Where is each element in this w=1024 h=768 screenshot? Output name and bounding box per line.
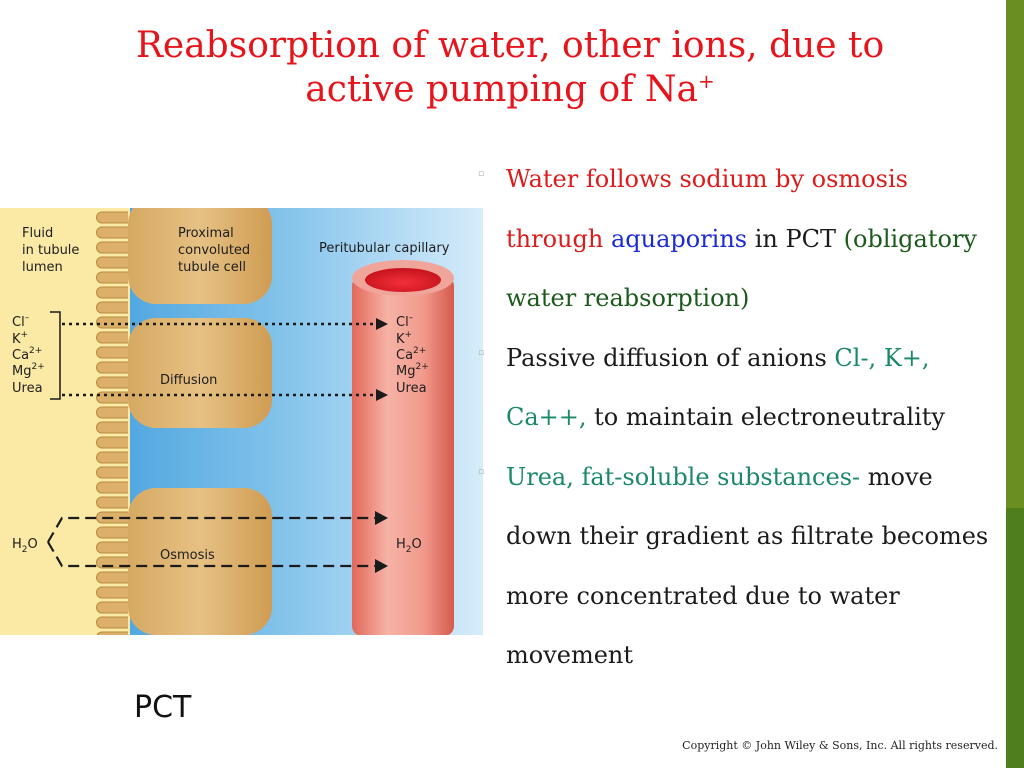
tubule-cells: [128, 208, 272, 635]
ion-cl: Cl: [396, 315, 409, 330]
title-sup: +: [697, 69, 715, 93]
bullet-marker: ▫: [478, 466, 485, 477]
ion-cl: Cl: [12, 315, 25, 330]
microvillus: [96, 391, 128, 404]
microvillus: [96, 376, 128, 389]
bullet-text: in PCT: [747, 224, 844, 253]
microvillus: [96, 271, 128, 284]
microvillus: [96, 211, 128, 224]
microvillus: [96, 616, 128, 629]
ion-mg: Mg: [12, 364, 31, 379]
slide-edge-bar-bottom: [1006, 508, 1024, 768]
right-ion-list: Cl– K+ Ca2+ Mg2+ Urea: [396, 309, 433, 396]
microvillus: [96, 316, 128, 329]
slide-edge-bar-top: [1006, 0, 1024, 508]
microvillus: [96, 226, 128, 239]
ion-mg: Mg: [396, 364, 415, 379]
osmosis-arrows: [47, 516, 376, 568]
bullet-list: ▫ Water follows sodium by osmosis throug…: [478, 150, 1006, 686]
bullet-text-urea: Urea, fat-soluble substances-: [506, 462, 861, 491]
microvillus: [96, 571, 128, 584]
title-line-1: Reabsorption of water, other ions, due t…: [135, 25, 885, 66]
ion-k: K: [12, 332, 21, 347]
bullet-text: move down their gradient as filtrate bec…: [506, 462, 989, 670]
microvillus: [96, 301, 128, 314]
microvillus: [96, 481, 128, 494]
bullet-item-passive-diffusion: ▫ Passive diffusion of anions Cl-, K+, C…: [478, 329, 1006, 448]
microvillus: [96, 631, 128, 635]
ion-urea: Urea: [396, 381, 427, 396]
fluid-label: Fluid in tubule lumen: [22, 226, 84, 275]
microvillus: [96, 526, 128, 539]
tubule-cell: [128, 318, 272, 428]
microvillus: [96, 286, 128, 299]
microvillus: [96, 496, 128, 509]
peritubular-capillary: [352, 260, 454, 635]
tubule-cell-label: Proximal convoluted tubule cell: [178, 226, 254, 275]
capillary-label: Peritubular capillary: [319, 241, 450, 256]
title-line-2: active pumping of Na+: [30, 68, 990, 112]
bullet-marker: ▫: [478, 347, 485, 358]
microvillus: [96, 586, 128, 599]
ion-ca: Ca: [396, 348, 413, 363]
title-line-2-text: active pumping of Na: [305, 69, 698, 110]
capillary-lumen: [365, 268, 441, 292]
ion-k: K: [396, 332, 405, 347]
osmosis-arrowheads: [375, 511, 388, 573]
microvillus: [96, 466, 128, 479]
left-ion-list: Cl– K+ Ca2+ Mg2+ Urea: [12, 309, 49, 396]
pct-caption: PCT: [134, 690, 192, 725]
bullet-text: Passive diffusion of anions: [506, 343, 835, 372]
osmosis-label: Osmosis: [160, 548, 215, 563]
microvilli-border: [96, 211, 128, 635]
microvillus: [96, 241, 128, 254]
pct-reabsorption-diagram: Fluid in tubule lumen Proximal convolute…: [0, 208, 483, 635]
bullet-text-anions: Cl-, K+, Ca++,: [506, 343, 930, 432]
bullet-text-aquaporins: aquaporins: [610, 224, 748, 253]
microvillus: [96, 541, 128, 554]
ion-urea: Urea: [12, 381, 43, 396]
microvillus: [96, 346, 128, 359]
microvillus: [96, 601, 128, 614]
bullet-text: to maintain electroneutrality: [586, 403, 945, 431]
tubule-cell: [128, 488, 272, 635]
slide-title: Reabsorption of water, other ions, due t…: [30, 24, 990, 112]
tubule-cell: [128, 208, 272, 304]
microvillus: [96, 451, 128, 464]
bullet-marker: ▫: [478, 169, 485, 179]
bullet-text-obligatory: (obligatory water reabsorption): [506, 224, 977, 313]
ion-ca: Ca: [12, 348, 29, 363]
copyright-notice: Copyright © John Wiley & Sons, Inc. All …: [682, 739, 998, 752]
diffusion-bracket: [50, 311, 61, 400]
microvillus: [96, 421, 128, 434]
microvillus: [96, 331, 128, 344]
diffusion-arrowheads: [376, 318, 388, 401]
microvillus: [96, 406, 128, 419]
water-right-label: H2O: [396, 537, 422, 555]
diffusion-label: Diffusion: [160, 373, 217, 388]
bullet-item-water-osmosis: ▫ Water follows sodium by osmosis throug…: [478, 150, 1006, 329]
microvillus: [96, 256, 128, 269]
microvillus: [96, 436, 128, 449]
water-left-label: H2O: [12, 537, 38, 555]
microvillus: [96, 361, 128, 374]
bullet-text: Water follows sodium by osmosis through: [506, 165, 908, 253]
bullet-item-urea: ▫ Urea, fat-soluble substances- move dow…: [478, 448, 1006, 686]
